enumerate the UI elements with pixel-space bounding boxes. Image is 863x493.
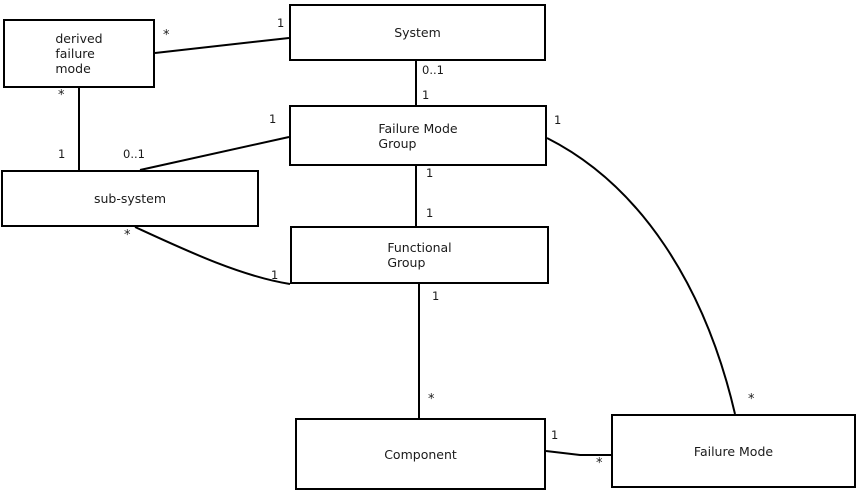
multiplicity-label-sub-system-to-failure-mode-group: 0..1 (123, 147, 145, 161)
association-line-sub-system-to-failure-mode-group (139, 136, 290, 171)
multiplicity-label-derived-failure-mode-to-sub-system: * (58, 88, 65, 103)
multiplicity-label-failure-mode-group-to-functional-group: 1 (426, 166, 434, 180)
class-box-sub-system[interactable]: sub-system (1, 170, 259, 227)
class-label-sub-system: sub-system (93, 191, 167, 206)
multiplicity-label-sub-system-to-functional-group: * (124, 228, 131, 243)
multiplicity-label-system-to-derived-failure-mode: 1 (277, 16, 285, 30)
multiplicity-label-derived-failure-mode-to-system: * (163, 28, 170, 43)
class-box-functional-group[interactable]: Functional Group (290, 226, 549, 284)
class-box-component[interactable]: Component (295, 418, 546, 490)
class-label-system: System (394, 25, 441, 40)
multiplicity-label-failure-mode-group-to-system: 1 (422, 88, 430, 102)
class-label-failure-mode-group: Failure Mode Group (378, 120, 458, 151)
multiplicity-label-component-to-functional-group: * (428, 392, 435, 407)
class-label-functional-group: Functional Group (387, 240, 452, 270)
association-line-sub-system-to-functional-group (134, 226, 291, 285)
multiplicity-label-functional-group-to-component: 1 (432, 289, 440, 303)
multiplicity-label-sub-system-to-derived-failure-mode: 1 (58, 147, 66, 161)
association-line-derived-failure-mode-to-system (154, 37, 290, 54)
class-box-system[interactable]: System (289, 4, 546, 61)
class-box-failure-mode[interactable]: Failure Mode (611, 414, 856, 488)
association-line-component-to-failure-mode (545, 450, 611, 456)
class-box-derived-failure-mode[interactable]: derived failure mode (3, 19, 155, 88)
multiplicity-label-system-to-failure-mode-group: 0..1 (422, 63, 444, 77)
association-line-failure-mode-group-to-failure-mode (546, 137, 736, 415)
class-label-component: Component (384, 446, 457, 462)
multiplicity-label-component-to-failure-mode: 1 (551, 428, 559, 442)
multiplicity-label-failure-mode-to-component: * (596, 456, 603, 471)
multiplicity-label-functional-group-to-failure-mode-group: 1 (426, 206, 434, 220)
class-label-derived-failure-mode: derived failure mode (55, 31, 103, 76)
multiplicity-label-functional-group-to-sub-system: 1 (271, 268, 279, 282)
class-label-failure-mode: Failure Mode (693, 443, 774, 459)
multiplicity-label-failure-mode-group-to-sub-system: 1 (269, 112, 277, 126)
multiplicity-label-failure-mode-group-to-failure-mode: 1 (554, 113, 562, 127)
multiplicity-label-failure-mode-to-failure-mode-group: * (748, 392, 755, 407)
class-box-failure-mode-group[interactable]: Failure Mode Group (289, 105, 547, 166)
